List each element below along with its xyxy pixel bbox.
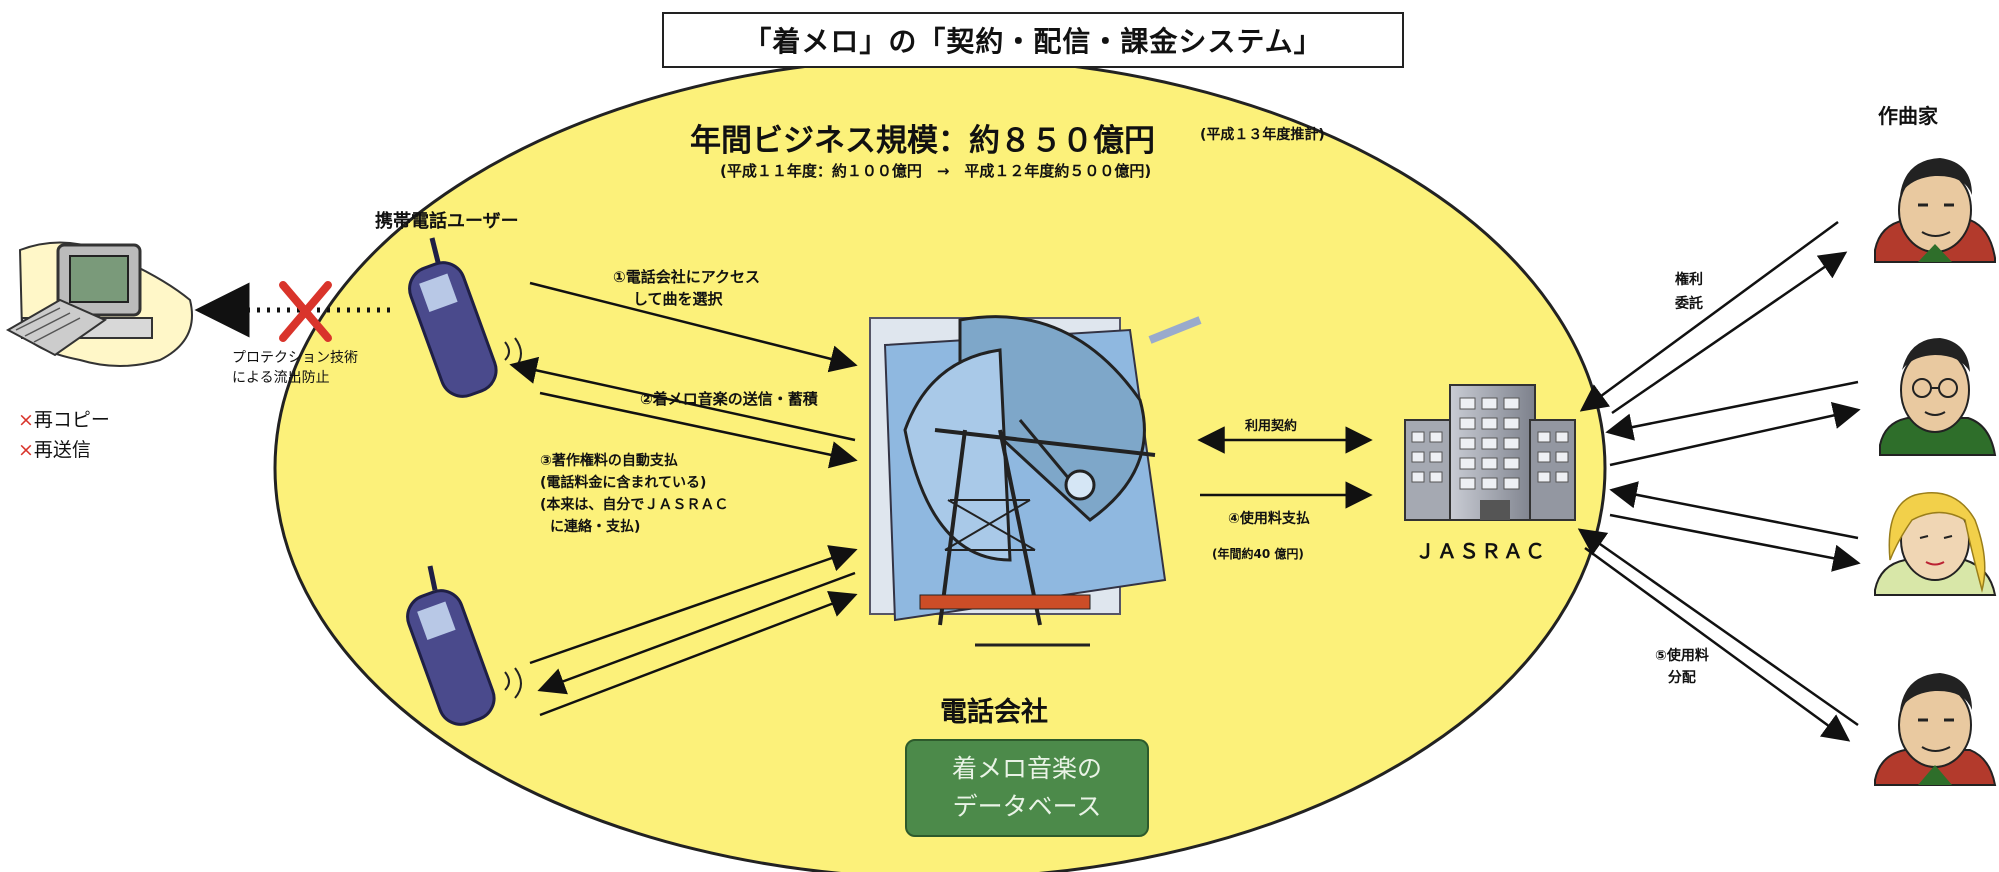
arrow-step3 [539,391,858,469]
protection-label: プロテクション技術 による流出防止 [232,348,358,388]
arrow-composer-1-out [1611,251,1848,415]
composer-avatar [1874,158,1996,263]
usage-contract-label: 利用契約 [1245,419,1298,434]
business-scale-history: (平成１１年度：約１００億円 → 平成１２年度約５００億円) [720,162,1152,180]
prohibited-list: ×再コピー ×再送信 [18,405,110,465]
protection-label-line: プロテクション技術 [232,350,358,366]
arrow-composer-2-out [1609,401,1861,467]
arrow-composer-2-in [1605,380,1859,441]
arrow-composer-4-out [1584,546,1851,742]
rights-trust-line: 委託 [1675,296,1703,312]
arrow-step2 [509,356,856,442]
building-icon [1404,384,1576,521]
cross-mark-icon: × [18,409,34,431]
step3-line: (本来は、自分でＪＡＳＲＡＣ [540,497,729,513]
prohibited-item-text: 再コピー [33,409,110,431]
step3-line: (電話料金に含まれている) [540,475,707,491]
arrow-step1 [529,281,858,373]
step3-line: ③著作権料の自動支払 [540,453,678,469]
step5-line: ⑤使用料 [1655,648,1709,664]
business-scale-heading: 年間ビジネス規模：約８５０億円 [690,123,1155,159]
step1-label: ①電話会社にアクセス して曲を選択 [613,266,760,310]
step1-line: ①電話会社にアクセス [613,268,760,286]
arrow-composer-4-in [1577,528,1859,727]
mobile-phone-icon [406,565,522,726]
business-scale-note: (平成１３年度推計) [1200,127,1325,143]
cross-mark-icon: × [18,439,34,461]
step3-label: ③著作権料の自動支払 (電話料金に含まれている) (本来は、自分でＪＡＳＲＡＣ … [540,450,728,538]
database-line: データベース [952,792,1102,821]
composer-avatar [1879,338,1997,456]
step5-line: 分配 [1667,670,1696,686]
diagram-title: 「着メロ」の「契約・配信・課金システム」 [662,12,1404,68]
arrow-phone2-down [537,571,856,695]
prohibited-item: ×再送信 [18,435,110,465]
arrow-composer-3-out [1609,513,1861,572]
jasrac-label: ＪＡＳＲＡＣ [1415,539,1547,563]
step3-line: に連絡・支払) [550,519,641,535]
composers-label: 作曲家 [1878,104,1938,128]
composer-avatar [1874,673,1997,786]
step4-note: (年間約40 億円) [1212,547,1304,561]
step2-label: ②着メロ音楽の送信・蓄積 [640,390,818,408]
mobile-phone-icon [408,237,522,398]
computer-icon [5,241,193,367]
prohibited-item-text: 再送信 [33,439,91,461]
satellite-dish-icon [869,315,1202,647]
composer-avatar [1874,492,1997,596]
arrow-phone2-up [529,545,858,665]
cross-icon [279,281,332,342]
mobile-users-label: 携帯電話ユーザー [375,211,519,232]
prohibited-item: ×再コピー [18,405,110,435]
database-line: 着メロ音楽の [951,754,1102,783]
arrow-phone2-up2 [539,590,858,717]
carrier-label: 電話会社 [940,697,1048,728]
arrow-composer-3-in [1609,481,1859,540]
step4-label: ④使用料支払 [1228,511,1310,527]
protection-label-line: による流出防止 [232,370,330,386]
step5-label: ⑤使用料 分配 [1655,645,1709,689]
step1-line: して曲を選択 [633,290,723,308]
rights-trust-line: 権利 [1675,272,1703,288]
ringtone-database-box: 着メロ音楽の データベース [905,739,1149,837]
rights-trust-label: 権利 委託 [1675,268,1703,316]
arrow-composer-1-in [1579,220,1839,412]
